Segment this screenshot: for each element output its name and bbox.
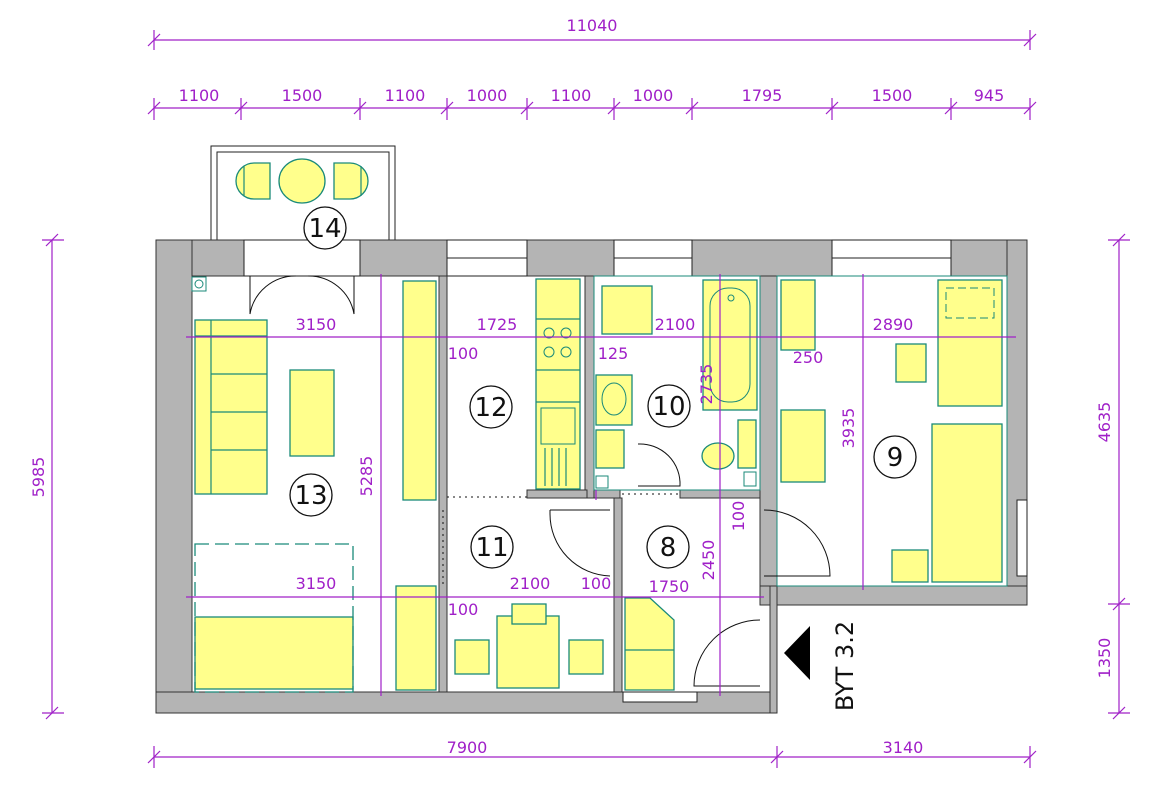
room-label-8: 8 [646,525,690,569]
room-12-furniture [447,278,581,498]
room-11-furniture [442,510,604,689]
toilet-icon [701,442,735,470]
room-number-11: 11 [475,533,508,563]
bed-9 [931,423,1003,583]
room-label-9: 9 [873,435,917,479]
dim-top-total: 11040 [567,16,618,35]
desk-chair [895,343,927,383]
shoe-cabinet [624,597,675,691]
dresser [395,585,437,691]
room-number-12: 12 [474,393,507,423]
dim-wall-100-d: 100 [729,501,748,532]
dim-top-seg-3: 1100 [385,86,426,105]
dim-room11-width: 2100 [510,574,551,593]
dining-chair-left [454,639,490,675]
dim-room12-width: 1725 [477,315,518,334]
room-13-furniture [191,276,437,693]
dim-bath-2735: 2735 [697,364,716,405]
room-number-9: 9 [887,443,904,473]
dining-chair-top [511,603,547,625]
coffee-table [289,369,335,457]
dim-room9-height: 3935 [839,408,858,449]
desk [937,279,1003,407]
dim-top-seg-2: 1500 [282,86,323,105]
top-total-dimension: 11040 [147,16,1037,50]
cistern [737,419,757,469]
dim-bottom-right: 3140 [883,738,924,757]
doors [249,275,831,687]
room-number-10: 10 [652,392,685,422]
kitchen-counter [535,278,581,490]
room-number-13: 13 [294,481,327,511]
top-segment-dimensions: 1100 1500 1100 1000 1100 1000 1795 1500 … [147,86,1037,120]
inner-dimensions [186,274,1016,696]
washing-machine [601,285,653,335]
dim-room13-width-bottom: 3150 [296,574,337,593]
wardrobe [402,280,437,501]
dim-room13-width: 3150 [296,315,337,334]
dim-top-seg-4: 1000 [467,86,508,105]
dim-room8-width: 1750 [649,577,690,596]
entrance-arrow-icon [784,626,810,680]
room-label-14: 14 [303,206,347,250]
dim-right-lower: 1350 [1095,638,1114,679]
dining-chair-right [568,639,604,675]
sofa [194,319,268,495]
dim-room10-width: 2100 [655,315,696,334]
dim-top-seg-7: 1795 [742,86,783,105]
dim-top-seg-5: 1100 [551,86,592,105]
dim-right-upper: 4635 [1095,402,1114,443]
room-number-14: 14 [308,214,341,244]
right-dimensions: 4635 1350 [1095,233,1130,720]
bed [194,616,354,690]
dim-top-seg-6: 1000 [633,86,674,105]
left-dimension: 5985 [29,233,64,720]
cabinet [595,429,625,469]
dim-wall-100-a: 100 [448,344,479,363]
walls [155,239,1028,714]
cabinet-b [780,409,826,483]
room-label-11: 11 [470,525,514,569]
dim-wall-100-c: 100 [448,600,479,619]
nightstand [891,549,929,583]
room-number-8: 8 [660,533,677,563]
cabinet-a [780,279,816,351]
balcony-chair-left [235,162,271,200]
dim-wall-250: 250 [793,348,824,367]
balcony [210,145,396,242]
balcony-chair-right [333,162,369,200]
dim-bottom-left: 7900 [447,738,488,757]
apartment-label: BYT 3.2 [831,621,859,711]
dim-wall-125: 125 [598,344,629,363]
balcony-table [278,158,326,204]
room-label-12: 12 [469,385,513,429]
bottom-dimensions: 7900 3140 [147,738,1037,768]
room-8-furniture [624,597,675,691]
room-label-10: 10 [647,384,691,428]
dim-room8-height: 2450 [699,540,718,581]
dim-top-seg-8: 1500 [872,86,913,105]
dining-table [496,615,560,689]
room-10-furniture [593,275,761,491]
dim-room9-width: 2890 [873,315,914,334]
room-label-13: 13 [289,473,333,517]
dim-left-total: 5985 [29,457,48,498]
dim-top-seg-9: 945 [974,86,1005,105]
bathtub [702,279,758,411]
dim-wall-100-b: 100 [581,574,612,593]
dim-room13-height: 5285 [357,456,376,497]
dim-top-seg-1: 1100 [179,86,220,105]
